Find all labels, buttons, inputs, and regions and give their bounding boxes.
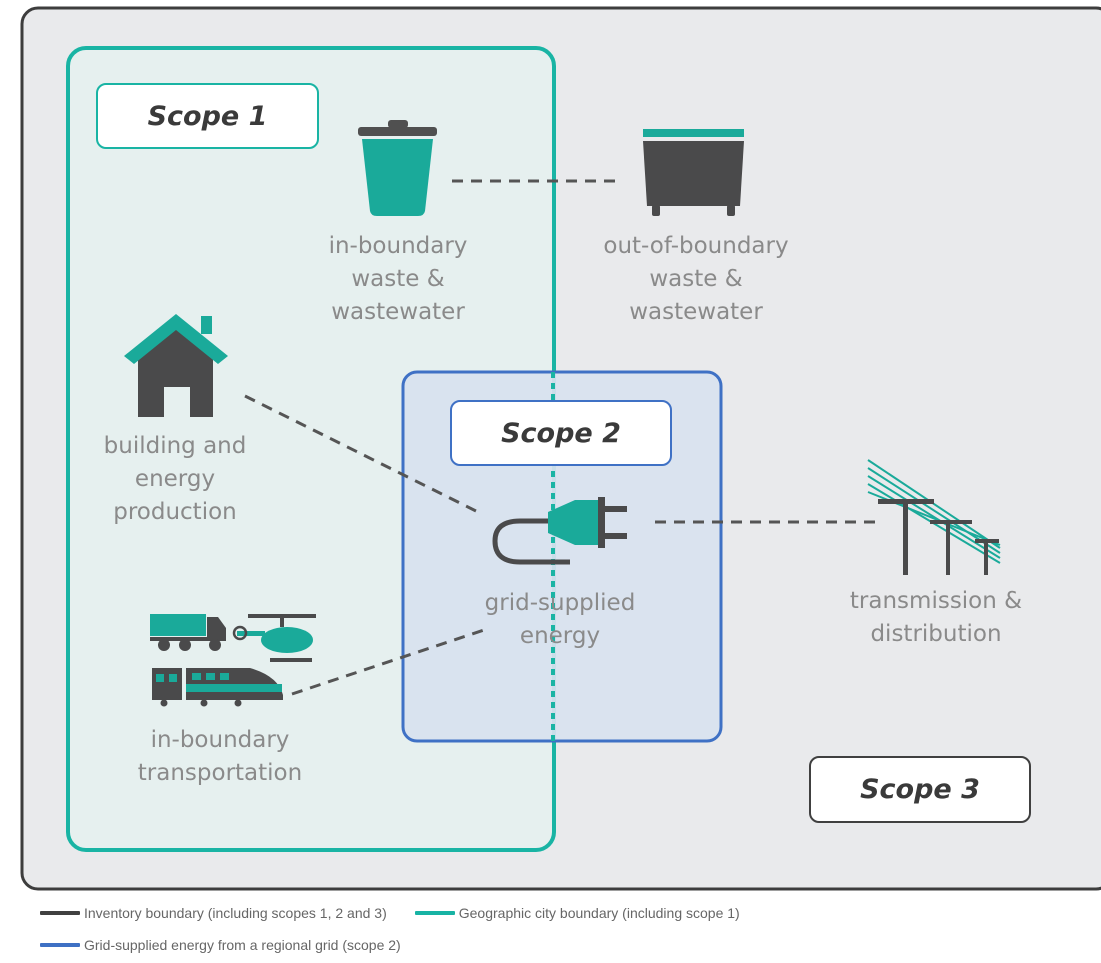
legend-item-inventory: Inventory boundary (including scopes 1, …	[40, 905, 387, 921]
legend-swatch-geographic	[414, 911, 455, 915]
legend-text-grid: Grid-supplied energy from a regional gri…	[84, 937, 401, 953]
label-line: production	[113, 499, 237, 525]
truck-icon	[150, 614, 226, 651]
label-line: out-of-boundary	[603, 233, 789, 259]
label-line: waste &	[351, 266, 445, 292]
helicopter-icon	[232, 614, 316, 662]
transmission-distribution-label: transmission & distribution	[836, 585, 1036, 651]
label-line: transportation	[137, 760, 303, 786]
label-line: transmission &	[849, 588, 1023, 614]
legend-row-1: Inventory boundary (including scopes 1, …	[40, 905, 768, 921]
label-line: grid-supplied	[484, 590, 636, 616]
scope-1-label: Scope 1	[96, 83, 319, 149]
house-icon	[124, 314, 228, 417]
label-line: distribution	[870, 621, 1002, 647]
in-boundary-transportation-label: in-boundary transportation	[120, 724, 320, 790]
label-line: energy	[134, 466, 216, 492]
label-line: wastewater	[629, 299, 763, 325]
legend-text-inventory: Inventory boundary (including scopes 1, …	[84, 905, 387, 921]
legend-text-geographic: Geographic city boundary (including scop…	[458, 905, 740, 921]
label-line: waste &	[649, 266, 743, 292]
dumpster-icon	[643, 129, 744, 216]
out-of-boundary-waste-label: out-of-boundary waste & wastewater	[586, 230, 806, 329]
train-icon	[152, 668, 283, 707]
legend-row-2: Grid-supplied energy from a regional gri…	[40, 937, 429, 953]
in-boundary-waste-label: in-boundary waste & wastewater	[300, 230, 496, 329]
label-line: building and	[103, 433, 247, 459]
trash-can-icon	[358, 120, 437, 216]
label-line: energy	[519, 623, 601, 649]
legend-swatch-grid	[40, 943, 80, 947]
power-line-icon	[867, 459, 1001, 575]
legend-swatch-inventory	[40, 911, 80, 915]
transport-connector	[291, 626, 491, 696]
legend-item-grid: Grid-supplied energy from a regional gri…	[40, 937, 401, 953]
label-line: in-boundary	[150, 727, 290, 753]
legend-item-geographic: Geographic city boundary (including scop…	[414, 905, 740, 921]
label-line: wastewater	[331, 299, 465, 325]
plug-icon	[492, 497, 627, 565]
building-energy-label: building and energy production	[90, 430, 260, 529]
scope-2-label: Scope 2	[450, 400, 672, 466]
building-connector	[244, 394, 483, 516]
label-line: in-boundary	[328, 233, 468, 259]
grid-supplied-energy-label: grid-supplied energy	[460, 587, 660, 653]
scope-3-label: Scope 3	[809, 756, 1031, 823]
